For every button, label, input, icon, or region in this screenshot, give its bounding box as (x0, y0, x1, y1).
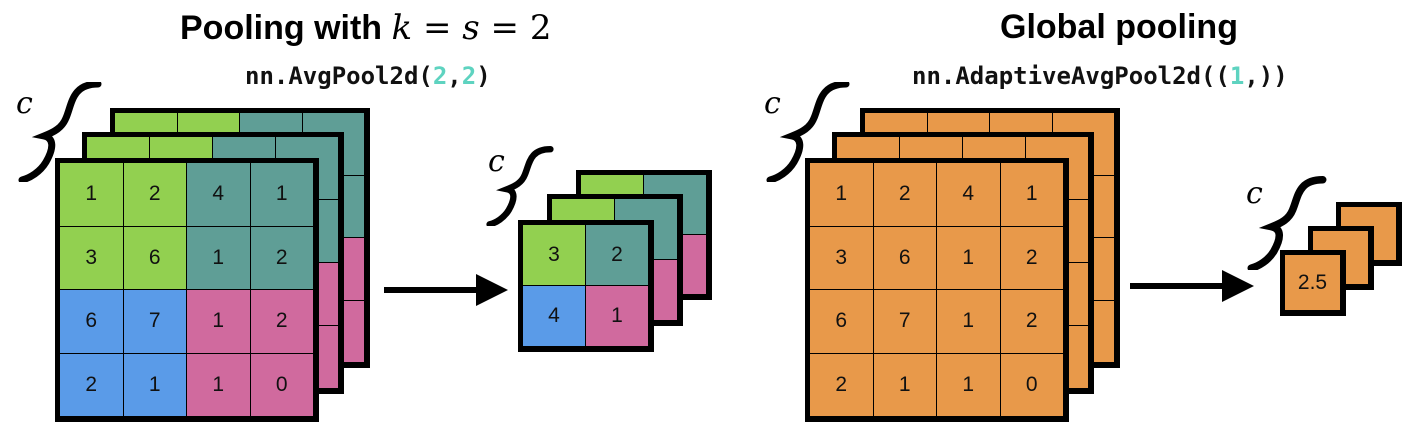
grid-cell: 1 (187, 290, 251, 354)
grid-cell: 1 (937, 353, 1001, 417)
grid-cell: 3 (810, 226, 874, 290)
grid-cell: 3 (60, 226, 124, 290)
grid-cell: 6 (60, 290, 124, 354)
grid-cell: 1 (937, 226, 1001, 290)
left-input-layer-front: 1 2 4 1 3 6 1 2 6 7 1 2 2 1 1 0 (55, 158, 319, 422)
left-output-layer-front: 3 2 4 1 (518, 220, 654, 352)
right-arrow (1130, 270, 1254, 302)
grid-cell: 4 (937, 163, 1001, 227)
right-input-layer-front: 1 2 4 1 3 6 1 2 6 7 1 2 2 1 1 0 (805, 158, 1069, 422)
grid-cell: 1 (187, 226, 251, 290)
right-title: Global pooling (1000, 8, 1238, 46)
left-input-brace (18, 82, 102, 182)
grid-cell: 1 (187, 353, 251, 417)
grid-cell: 7 (873, 290, 937, 354)
grid-cell: 1 (250, 163, 314, 227)
right-output-brace (1247, 176, 1327, 270)
grid-cell: 2 (873, 163, 937, 227)
left-output-channel-label: c (488, 144, 505, 179)
grid-cell: 2 (1000, 226, 1064, 290)
grid-cell: 7 (123, 290, 187, 354)
grid-cell: 4 (523, 286, 586, 347)
grid-cell: 4 (187, 163, 251, 227)
right-input-channel-label: c (764, 86, 781, 121)
grid-cell: 2 (810, 353, 874, 417)
grid-cell: 1 (937, 290, 1001, 354)
grid-cell: 1 (60, 163, 124, 227)
right-output-layer-front: 2.5 (1280, 250, 1346, 316)
grid-cell: 1 (1000, 163, 1064, 227)
left-title: Pooling with k = s = 2 (180, 8, 552, 48)
grid-cell: 1 (586, 286, 649, 347)
left-code: nn.AvgPool2d(2,2) (245, 62, 491, 90)
right-code: nn.AdaptiveAvgPool2d((1,)) (912, 62, 1288, 90)
left-input-channel-label: c (16, 86, 33, 121)
left-arrow (384, 274, 508, 306)
grid-cell: 1 (873, 353, 937, 417)
grid-cell: 2 (586, 225, 649, 286)
right-input-brace (766, 82, 850, 182)
left-output-brace (486, 146, 554, 226)
right-output-channel-label: c (1246, 176, 1263, 211)
grid-cell: 2 (250, 226, 314, 290)
grid-cell: 6 (810, 290, 874, 354)
grid-cell: 3 (523, 225, 586, 286)
grid-cell: 6 (123, 226, 187, 290)
grid-cell: 0 (1000, 353, 1064, 417)
grid-cell: 2 (60, 353, 124, 417)
grid-cell: 2 (1000, 290, 1064, 354)
grid-cell: 6 (873, 226, 937, 290)
output-value-cell: 2.5 (1285, 255, 1341, 311)
grid-cell: 2 (250, 290, 314, 354)
grid-cell: 1 (123, 353, 187, 417)
grid-cell: 1 (810, 163, 874, 227)
grid-cell: 0 (250, 353, 314, 417)
grid-cell: 2 (123, 163, 187, 227)
